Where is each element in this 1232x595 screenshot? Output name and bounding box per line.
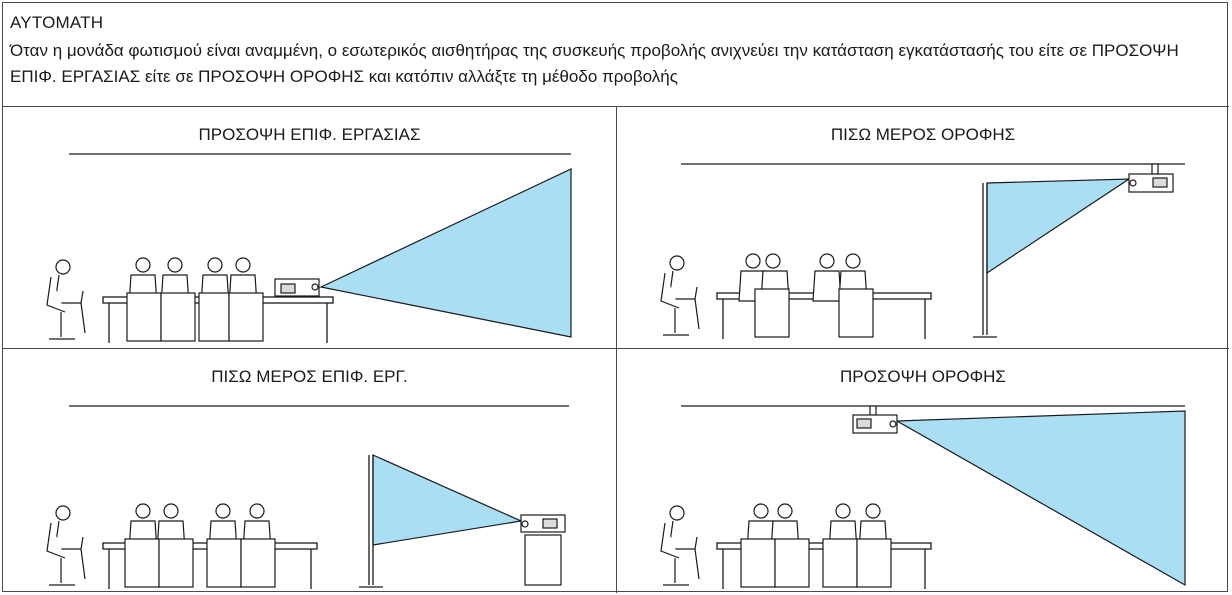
header: ΑΥΤΟΜΑΤΗ Όταν η μονάδα φωτισμού είναι αν… — [3, 3, 1229, 107]
panel-desk-rear: ΠΙΣΩ ΜΕΡΟΣ ΕΠΙΦ. ΕΡΓ. — [3, 349, 617, 593]
seated-person — [660, 505, 700, 586]
people-group-2 — [206, 503, 276, 588]
projection-beam — [319, 168, 572, 338]
illustration-desk-front — [46, 153, 572, 343]
projection-beam — [894, 410, 1186, 587]
panel-ceiling-front: ΠΡΟΣΟΨΗ ΟΡΟΦΗΣ — [617, 349, 1229, 593]
people-group-1 — [126, 257, 196, 342]
panel-title: ΠΡΟΣΟΨΗ ΟΡΟΦΗΣ — [840, 367, 1006, 386]
screen-stand — [359, 455, 383, 588]
projector — [274, 278, 320, 297]
people-group-1 — [124, 503, 194, 588]
projection-beam — [986, 178, 1132, 275]
screen-stand — [973, 183, 997, 338]
projector — [1128, 163, 1174, 193]
seated-person — [46, 259, 86, 340]
panel-ceiling-rear: ΠΙΣΩ ΜΕΡΟΣ ΟΡΟΦΗΣ — [617, 107, 1229, 349]
people-group-1 — [740, 503, 810, 588]
projector — [852, 405, 898, 434]
illustration-ceiling-front — [660, 405, 1186, 589]
people-group-2 — [822, 503, 892, 588]
people-group-2 — [198, 257, 264, 342]
panel-title: ΠΡΟΣΟΨΗ ΕΠΙΦ. ΕΡΓΑΣΙΑΣ — [198, 125, 421, 144]
people-group-1 — [738, 253, 790, 338]
page-title: ΑΥΤΟΜΑΤΗ — [10, 13, 104, 32]
seated-person — [660, 255, 700, 336]
panel-title: ΠΙΣΩ ΜΕΡΟΣ ΕΠΙΦ. ΕΡΓ. — [211, 367, 408, 386]
seated-person — [46, 505, 86, 586]
projector-on-stand — [520, 514, 566, 586]
panel-desk-front: ΠΡΟΣΟΨΗ ΕΠΙΦ. ΕΡΓΑΣΙΑΣ — [3, 107, 617, 349]
projection-beam — [372, 454, 524, 546]
people-group-2 — [812, 253, 874, 338]
illustration-desk-rear — [46, 405, 569, 589]
description: Όταν η μονάδα φωτισμού είναι αναμμένη, ο… — [10, 41, 1179, 86]
illustration-ceiling-rear — [660, 163, 1185, 339]
panel-title: ΠΙΣΩ ΜΕΡΟΣ ΟΡΟΦΗΣ — [830, 125, 1016, 144]
